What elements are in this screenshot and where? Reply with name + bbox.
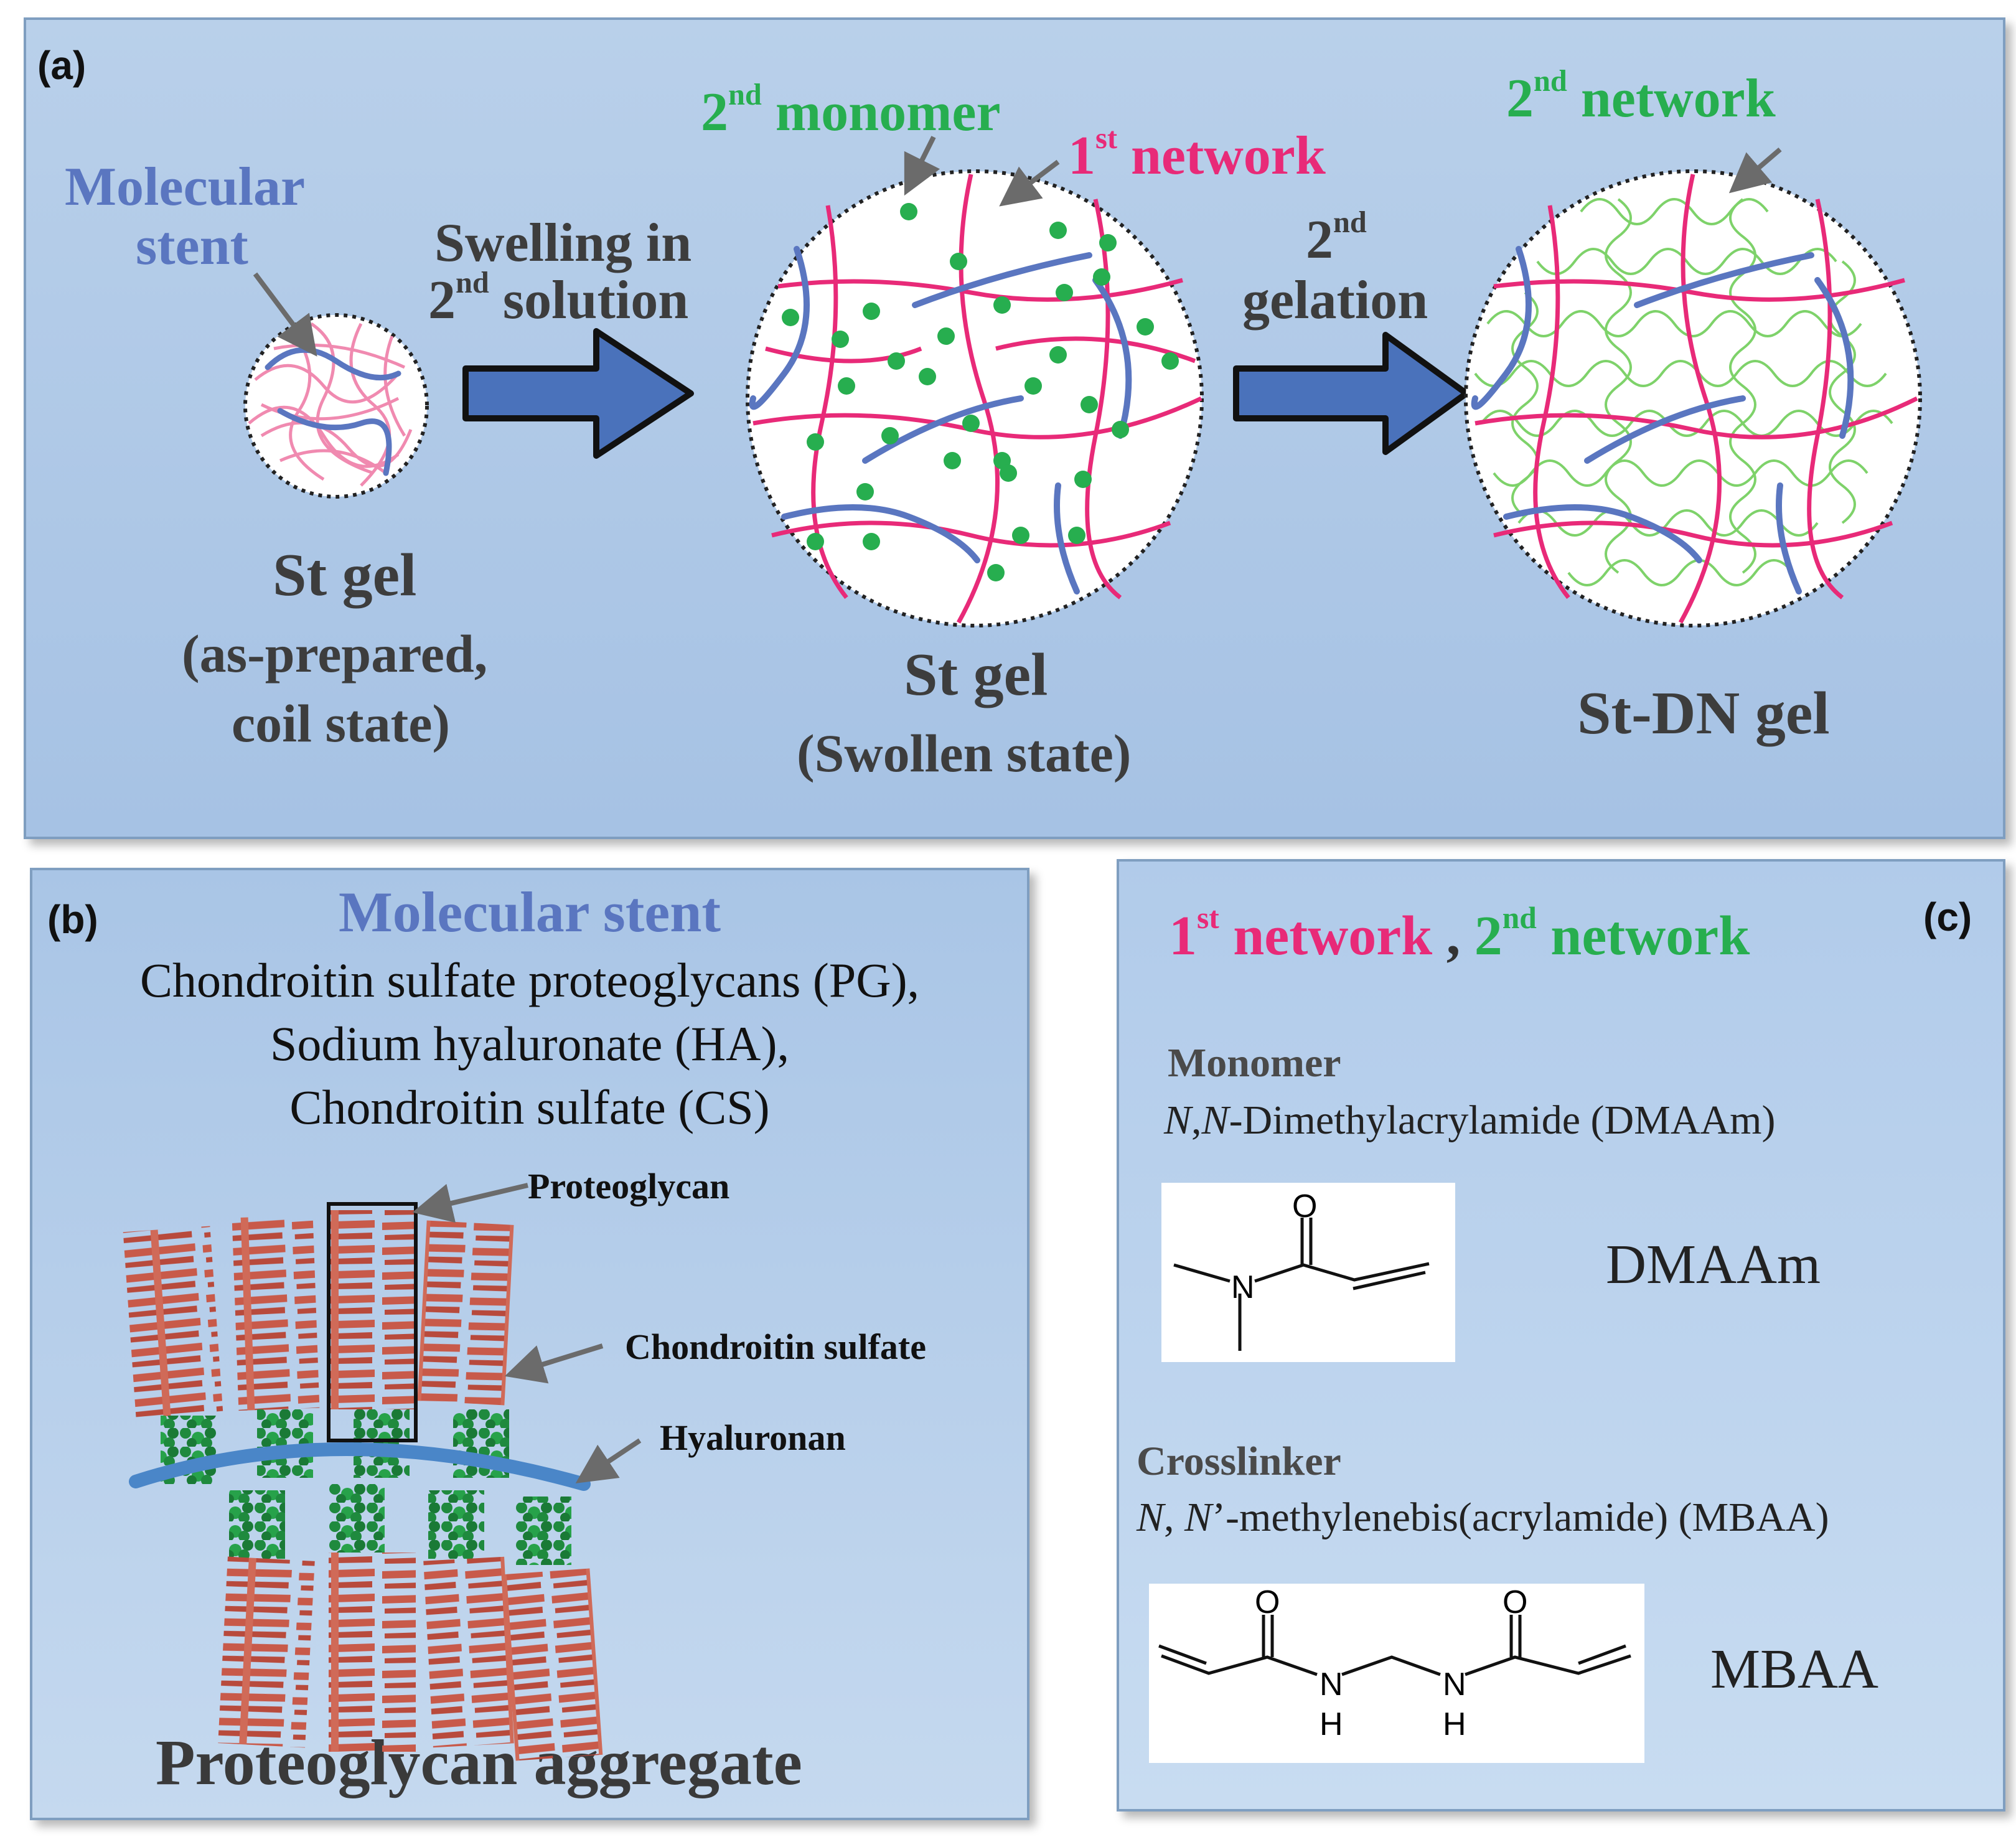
mbaa-nitrogen-2: N — [1443, 1666, 1466, 1703]
panel-b-label: (b) — [47, 897, 98, 942]
mbaa-oxygen-1: O — [1255, 1584, 1280, 1620]
swelling-label-line2: 2nd solution — [428, 266, 689, 331]
coil-gel-circle — [243, 313, 429, 499]
swelling-label-line1: Swelling in — [434, 213, 692, 273]
dmaam-nitrogen: N — [1231, 1269, 1255, 1305]
second-monomer-pointer — [904, 136, 940, 196]
panel-b-title: Molecular stent — [338, 880, 721, 944]
mbaa-hydrogen-1: H — [1320, 1706, 1343, 1742]
chondroitin-sulfate-label: Chondroitin sulfate — [625, 1327, 926, 1367]
proteoglycan-aggregate-illustration — [123, 1183, 642, 1761]
st-dn-gel-title: St-DN gel — [1577, 680, 1830, 747]
panel-a-label: (a) — [37, 43, 87, 88]
molecular-stent-line3: Chondroitin sulfate (CS) — [289, 1080, 770, 1134]
first-network-label: 1st network — [1068, 121, 1326, 186]
second-gelation-label-line1: 2nd — [1306, 205, 1367, 270]
crosslinker-heading: Crosslinker — [1137, 1439, 1341, 1484]
swollen-gel-circle — [746, 169, 1204, 627]
molecular-stent-line2: Sodium hyaluronate (HA), — [270, 1017, 789, 1071]
st-gel-subtitle-line1: (as-prepared, — [182, 624, 488, 684]
first-network-pointer — [999, 159, 1060, 207]
st-gel-subtitle-line2: coil state) — [232, 693, 451, 753]
proteoglycan-label: Proteoglycan — [528, 1166, 730, 1206]
molecular-stent-pointer — [253, 272, 317, 357]
dmaam-label: DMAAm — [1606, 1234, 1821, 1295]
mbaa-label: MBAA — [1710, 1638, 1879, 1700]
panel-c-label: (c) — [1923, 895, 1972, 939]
swollen-gel-subtitle: (Swollen state) — [797, 723, 1132, 783]
swollen-gel-title: St gel — [904, 641, 1048, 708]
monomer-heading: Monomer — [1168, 1040, 1341, 1086]
mbaa-nitrogen-1: N — [1320, 1666, 1343, 1703]
crosslinker-name: N, N’-methylenebis(acrylamide) (MBAA) — [1137, 1495, 1829, 1540]
dmaam-structure: O N — [1161, 1183, 1455, 1362]
mbaa-hydrogen-2: H — [1443, 1706, 1466, 1742]
swelling-arrow — [462, 328, 694, 459]
second-network-label: 2nd network — [1506, 64, 1776, 129]
monomer-name: N,N-Dimethylacrylamide (DMAAm) — [1164, 1097, 1776, 1143]
second-network-pointer — [1728, 147, 1782, 194]
gelation-arrow — [1233, 332, 1470, 455]
molecular-stent-line1: Chondroitin sulfate proteoglycans (PG), — [139, 953, 920, 1007]
panel-a-graphics — [243, 136, 1922, 627]
second-gelation-label-line2: gelation — [1242, 270, 1428, 331]
dmaam-oxygen: O — [1292, 1188, 1318, 1224]
st-dn-gel-circle — [1464, 169, 1922, 627]
molecular-stent-label-line1: Molecular — [65, 157, 306, 217]
network-legend: 1st network , 2nd network — [1169, 900, 1750, 967]
mbaa-structure: O O N N H H — [1149, 1584, 1644, 1763]
molecular-stent-label-line2: stent — [136, 216, 248, 276]
mbaa-oxygen-2: O — [1503, 1584, 1528, 1620]
second-monomer-label: 2nd monomer — [701, 78, 1001, 143]
st-gel-title: St gel — [273, 542, 417, 609]
hyaluronan-label: Hyaluronan — [660, 1417, 846, 1458]
